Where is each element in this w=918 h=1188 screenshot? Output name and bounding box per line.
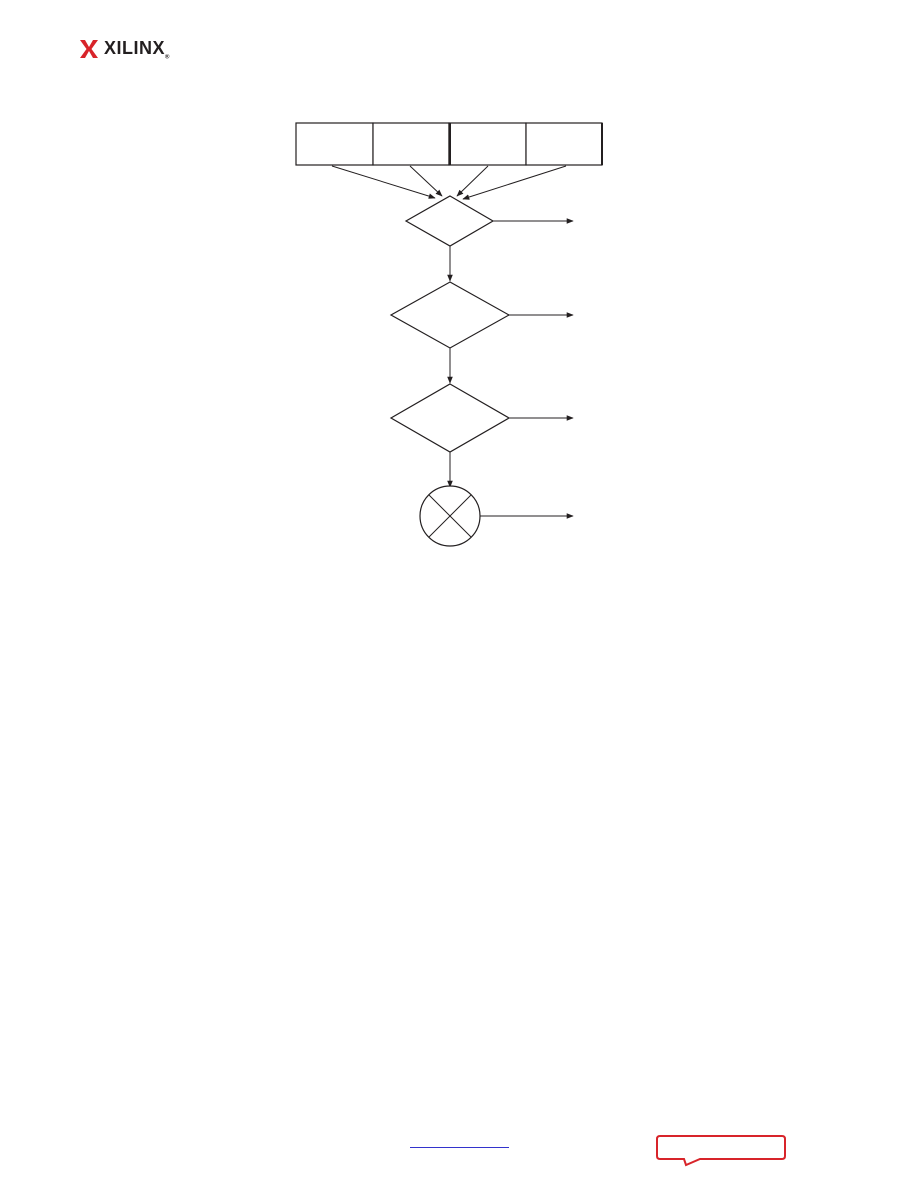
flow-diagram xyxy=(295,122,603,547)
arrow-box2-to-diamond xyxy=(409,165,443,197)
footer-link[interactable] xyxy=(410,1137,509,1148)
decision-diamond-3 xyxy=(389,383,511,453)
decision-diamond-2 xyxy=(389,281,511,349)
speech-bubble-icon xyxy=(656,1135,786,1167)
xilinx-logo-icon xyxy=(80,40,98,59)
arrow-box3-to-diamond xyxy=(456,165,489,197)
input-box-4 xyxy=(525,122,603,166)
xilinx-logo: XILINX® xyxy=(80,38,170,61)
arrow-box1-to-diamond xyxy=(331,165,436,199)
input-box-3 xyxy=(448,122,527,166)
brand-wordmark: XILINX® xyxy=(104,38,170,61)
input-box-2 xyxy=(372,122,450,166)
converging-arrows xyxy=(331,165,567,200)
x-circle-icon xyxy=(419,485,481,547)
input-box-1 xyxy=(295,122,374,166)
decision-diamond-1 xyxy=(404,195,495,247)
feedback-button[interactable] xyxy=(656,1134,788,1173)
input-boxes xyxy=(295,122,603,166)
arrow-box4-to-diamond xyxy=(462,165,567,200)
